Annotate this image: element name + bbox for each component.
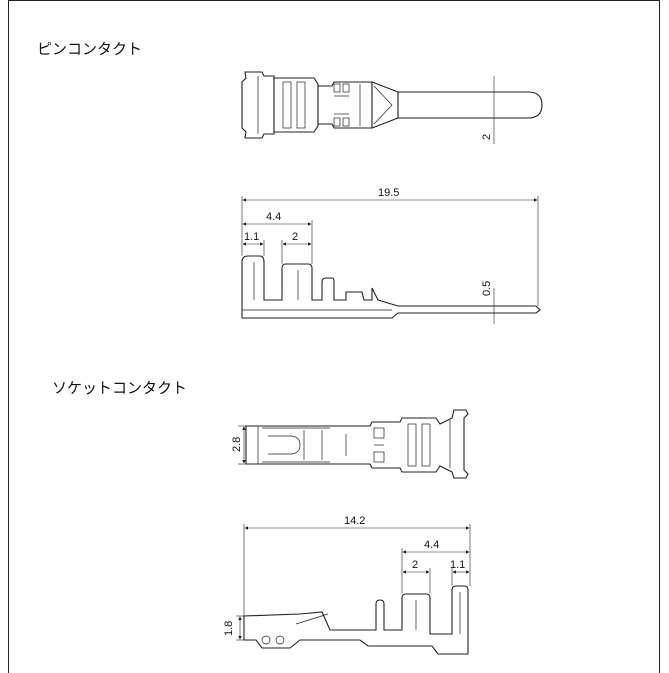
socket-top-view: 2.8: [231, 409, 469, 479]
drawing-frame: [8, 0, 660, 673]
socket-front-dim: 1.1: [450, 559, 465, 571]
pin-crimp-total-dim: 4.4: [266, 211, 281, 223]
socket-top-height-dim: 2.8: [231, 437, 243, 452]
pin-top-height-dim: 2: [481, 134, 493, 140]
pin-front-dim: 1.1: [244, 231, 259, 243]
pin-length-dim: 19.5: [378, 187, 399, 199]
pin-thickness-dim: 0.5: [481, 281, 493, 296]
pin-contact-title: ピンコンタクト: [37, 40, 143, 58]
socket-crimp-total-dim: 4.4: [424, 539, 439, 551]
pin-top-view: 2: [241, 71, 543, 144]
socket-barrel-dim: 2: [412, 559, 418, 571]
socket-length-dim: 14.2: [344, 515, 365, 527]
pin-barrel-dim: 2: [292, 231, 298, 243]
socket-side-view: 14.2 4.4 2 1.1 1.8: [223, 515, 471, 655]
socket-contact-title: ソケットコンタクト: [52, 379, 188, 397]
pin-side-view: 19.5 4.4 1.1 2 0.5: [241, 187, 541, 324]
socket-side-height-dim: 1.8: [223, 621, 235, 636]
